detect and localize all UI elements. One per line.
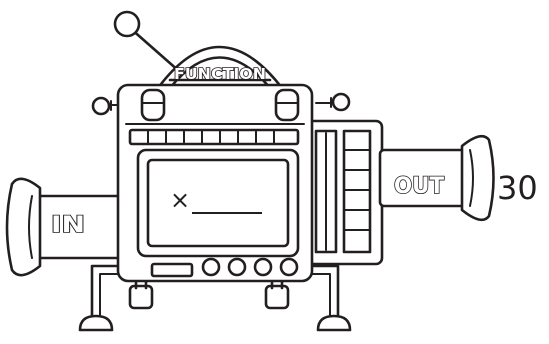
dial-1 [203, 259, 219, 275]
function-title: FUNCTION [174, 65, 266, 83]
dial-3 [255, 259, 271, 275]
coin-slot [152, 264, 192, 276]
dial-2 [229, 259, 245, 275]
input-tube: IN [7, 179, 132, 275]
dial-4 [281, 259, 297, 275]
rule-screen [138, 150, 298, 256]
right-latch-icon [276, 90, 298, 120]
right-bulb-icon [316, 94, 349, 110]
rule-operator: × [170, 186, 190, 214]
input-label: IN [51, 213, 85, 238]
machine-body [118, 85, 312, 281]
output-label: OUT [394, 174, 444, 199]
left-latch-icon [142, 90, 164, 120]
vent-strip [130, 130, 298, 144]
output-value: 30 [497, 169, 538, 207]
output-tube: OUT [380, 136, 494, 220]
function-dome: FUNCTION [158, 47, 282, 88]
